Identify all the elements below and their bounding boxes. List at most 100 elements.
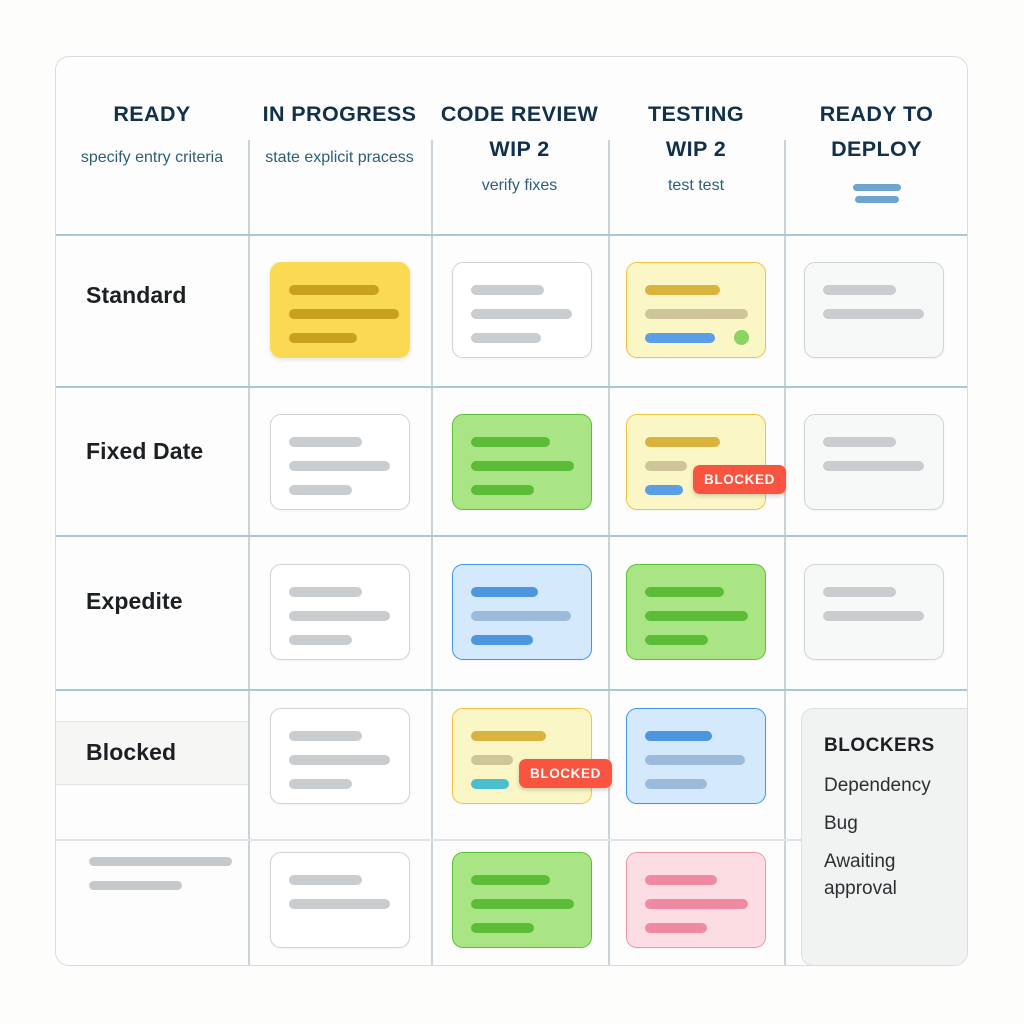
card-line bbox=[471, 635, 533, 645]
column-header-in-progress[interactable]: IN PROGRESS state explicit pracess bbox=[248, 57, 431, 232]
card-line bbox=[645, 485, 683, 495]
wip-limit: WIP 2 bbox=[665, 137, 727, 162]
blockers-item[interactable]: Bug bbox=[824, 812, 858, 834]
card-line bbox=[289, 285, 379, 295]
card-line bbox=[645, 309, 748, 319]
row-divider-header bbox=[56, 234, 967, 236]
card-line bbox=[471, 779, 509, 789]
card-line bbox=[289, 333, 357, 343]
swimlane-label-blocked: Blocked bbox=[86, 739, 177, 765]
kanban-board: READY specify entry criteria IN PROGRESS… bbox=[55, 56, 968, 966]
card[interactable] bbox=[626, 852, 766, 948]
blocked-badge[interactable]: BLOCKED bbox=[693, 465, 786, 494]
card[interactable] bbox=[452, 414, 592, 510]
card-line bbox=[471, 333, 541, 343]
card-line bbox=[645, 875, 717, 885]
blockers-item[interactable]: Awaiting approval bbox=[824, 850, 897, 899]
card-line bbox=[289, 587, 362, 597]
card-line bbox=[289, 875, 362, 885]
card-line bbox=[823, 611, 924, 621]
column-header-ready[interactable]: READY specify entry criteria bbox=[56, 57, 248, 232]
column-divider-2 bbox=[431, 140, 433, 965]
card[interactable] bbox=[452, 852, 592, 948]
card-line bbox=[289, 309, 399, 319]
card-line bbox=[471, 285, 544, 295]
column-subtitle: verify fixes bbox=[481, 176, 558, 194]
card-line bbox=[471, 923, 534, 933]
card-line bbox=[471, 485, 534, 495]
card-line bbox=[823, 285, 896, 295]
column-title: CODE REVIEW WIP 2 bbox=[431, 97, 608, 168]
card-line bbox=[289, 611, 390, 621]
card-line bbox=[289, 779, 352, 789]
card-line bbox=[471, 875, 550, 885]
card-line bbox=[471, 437, 550, 447]
card[interactable] bbox=[804, 262, 944, 358]
card[interactable] bbox=[270, 852, 410, 948]
card-status-dot bbox=[734, 330, 749, 345]
card-line bbox=[823, 587, 896, 597]
swimlane-label-standard: Standard bbox=[86, 282, 187, 308]
row-divider-1 bbox=[56, 386, 967, 388]
card-line bbox=[471, 587, 538, 597]
card-line bbox=[645, 587, 724, 597]
card-line bbox=[645, 285, 720, 295]
card[interactable] bbox=[270, 414, 410, 510]
column-divider-1 bbox=[248, 140, 250, 965]
card-line bbox=[471, 755, 513, 765]
card-line bbox=[823, 437, 896, 447]
wip-limit: WIP 2 bbox=[489, 137, 550, 162]
card-line bbox=[645, 923, 707, 933]
column-title: IN PROGRESS bbox=[262, 102, 417, 126]
card-line bbox=[645, 755, 745, 765]
row-divider-4 bbox=[56, 839, 967, 841]
column-title: TESTING WIP 2 bbox=[608, 97, 784, 168]
card-line bbox=[823, 461, 924, 471]
card[interactable]: BLOCKED bbox=[626, 414, 786, 510]
card[interactable] bbox=[804, 564, 944, 660]
card[interactable] bbox=[626, 262, 766, 358]
column-subtitle: state explicit pracess bbox=[265, 149, 414, 167]
card[interactable] bbox=[626, 564, 766, 660]
card-line bbox=[471, 899, 574, 909]
blocked-badge[interactable]: BLOCKED bbox=[519, 759, 612, 788]
card-line bbox=[289, 755, 390, 765]
card-line bbox=[289, 461, 390, 471]
card[interactable]: BLOCKED bbox=[452, 708, 612, 804]
blocked-lane-band bbox=[56, 721, 248, 785]
column-header-testing[interactable]: TESTING WIP 2 test test bbox=[608, 57, 784, 232]
column-subtitle: test test bbox=[667, 176, 725, 194]
blockers-item[interactable]: Dependency bbox=[824, 775, 931, 796]
card[interactable] bbox=[452, 262, 592, 358]
column-divider-4 bbox=[784, 140, 786, 965]
card[interactable] bbox=[452, 564, 592, 660]
column-header-code-review[interactable]: CODE REVIEW WIP 2 verify fixes bbox=[431, 57, 608, 232]
swimlane-label-expedite: Expedite bbox=[86, 588, 183, 614]
card-line bbox=[289, 635, 352, 645]
blockers-title: BLOCKERS bbox=[824, 735, 935, 756]
card[interactable] bbox=[804, 414, 944, 510]
card[interactable] bbox=[270, 564, 410, 660]
blockers-panel: BLOCKERS Dependency Bug Awaiting approva… bbox=[801, 708, 967, 965]
card-line bbox=[471, 611, 571, 621]
card-line bbox=[645, 611, 748, 621]
card[interactable] bbox=[270, 708, 410, 804]
row-divider-3 bbox=[56, 689, 967, 691]
card-line bbox=[289, 899, 390, 909]
column-header-ready-to-deploy[interactable]: READY TO DEPLOY bbox=[784, 57, 967, 232]
card-line bbox=[289, 485, 352, 495]
card-line bbox=[823, 309, 924, 319]
card-line bbox=[645, 635, 708, 645]
card-line bbox=[471, 309, 572, 319]
card-line bbox=[645, 731, 712, 741]
card[interactable] bbox=[626, 708, 766, 804]
row-divider-2 bbox=[56, 535, 967, 537]
column-subtitle: specify entry criteria bbox=[80, 149, 224, 167]
swimlane-label-fixed-date: Fixed Date bbox=[86, 438, 204, 464]
card-line bbox=[645, 333, 715, 343]
card-line bbox=[645, 461, 687, 471]
card[interactable] bbox=[270, 262, 410, 358]
skeleton-lines-icon bbox=[784, 183, 967, 203]
column-title: READY bbox=[113, 102, 191, 126]
card-line bbox=[289, 731, 362, 741]
